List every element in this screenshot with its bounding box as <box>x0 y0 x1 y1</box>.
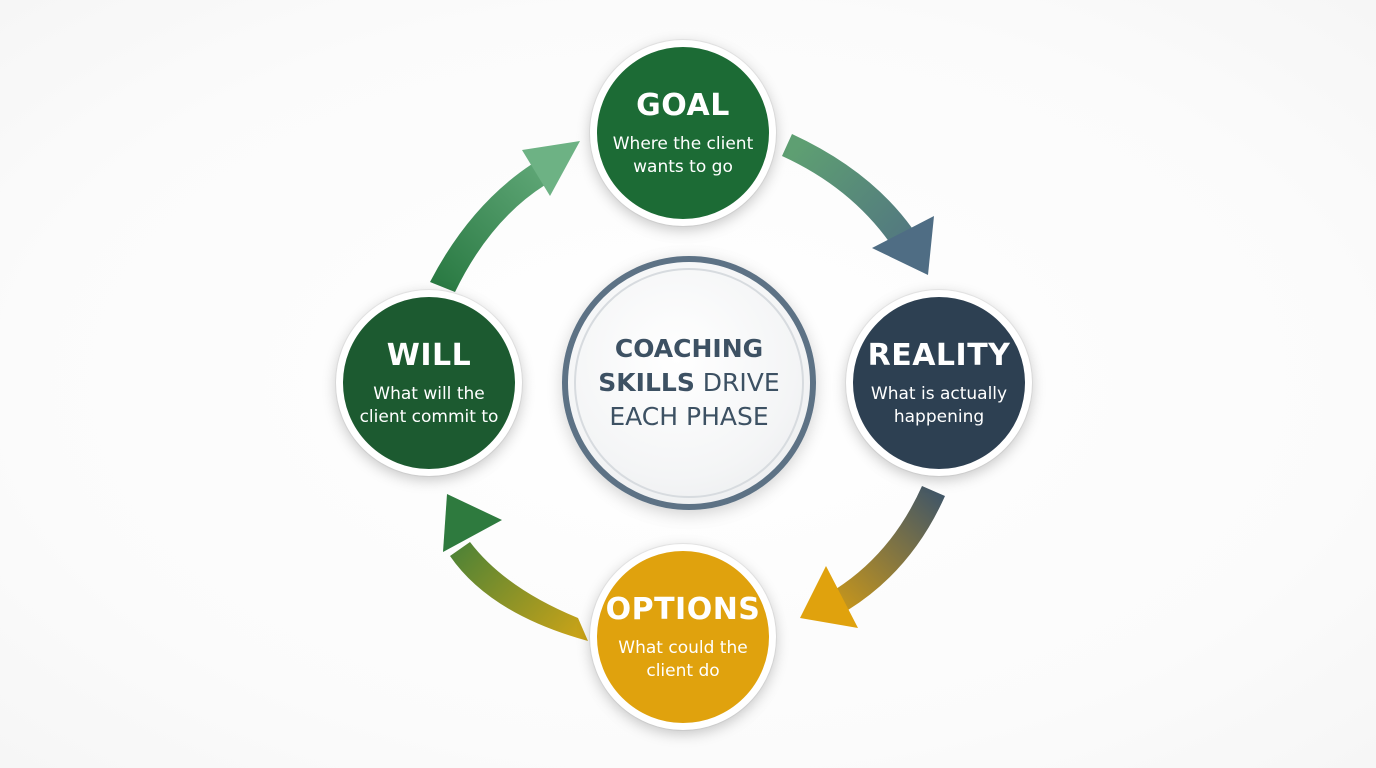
arrow-will-to-goal <box>430 141 580 292</box>
phase-reality-title: REALITY <box>867 337 1011 373</box>
center-hub-inner: COACHING SKILLS DRIVE EACH PHASE <box>574 268 804 498</box>
phase-will-description: What will the client commit to <box>359 383 499 427</box>
center-line-1: COACHING <box>614 334 764 363</box>
center-line-2: SKILLS DRIVE <box>598 366 779 400</box>
arrow-reality-to-options <box>800 486 945 628</box>
center-line-2-rest: DRIVE <box>694 368 780 397</box>
phase-reality: REALITY What is actually happening <box>846 290 1032 476</box>
phase-will-title: WILL <box>386 337 472 373</box>
phase-reality-description: What is actually happening <box>870 383 1008 427</box>
arrow-goal-to-reality <box>782 134 934 275</box>
arrow-options-to-will <box>443 494 588 641</box>
phase-options-description: What could the client do <box>618 637 748 681</box>
phase-goal: GOAL Where the client wants to go <box>590 40 776 226</box>
center-hub: COACHING SKILLS DRIVE EACH PHASE <box>562 256 816 510</box>
phase-options-title: OPTIONS <box>605 591 761 627</box>
center-line-2-bold: SKILLS <box>598 368 695 397</box>
center-line-3: EACH PHASE <box>609 402 769 431</box>
phase-options: OPTIONS What could the client do <box>590 544 776 730</box>
phase-goal-title: GOAL <box>636 87 730 123</box>
phase-will: WILL What will the client commit to <box>336 290 522 476</box>
phase-goal-description: Where the client wants to go <box>612 133 754 177</box>
